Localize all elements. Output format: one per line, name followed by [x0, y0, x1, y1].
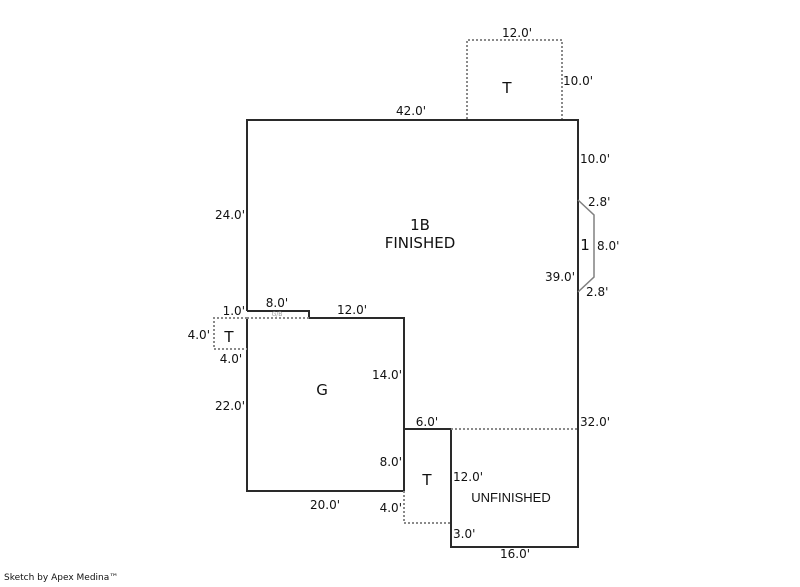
dim-garage-left: 22.0'	[215, 399, 245, 413]
dim-unfinished-bottom: 16.0'	[500, 547, 530, 561]
dim-right-32: 32.0'	[580, 415, 610, 429]
garage-label: G	[316, 381, 328, 399]
dim-main-left: 24.0'	[215, 208, 245, 222]
dim-garage-bottom: 20.0'	[310, 498, 340, 512]
breezeway-label: G/B	[272, 311, 283, 318]
top-terrace-outline	[466, 39, 563, 119]
main-outline	[246, 119, 579, 548]
dim-left-terrace-depth: 4.0'	[220, 352, 242, 366]
dim-garage-right: 14.0'	[372, 368, 402, 382]
bottom-terrace-label: T	[421, 471, 432, 489]
dim-right-39: 39.0'	[545, 270, 575, 284]
bay-label: 1	[580, 236, 590, 254]
dim-garage-right-lower: 8.0'	[380, 455, 402, 469]
top-terrace-label: T	[501, 79, 512, 97]
main-area-code: 1B	[410, 216, 430, 234]
sketch-credit: Sketch by Apex Medina™	[4, 573, 119, 583]
main-area-name: FINISHED	[385, 234, 456, 252]
left-terrace-outline	[213, 317, 247, 350]
dim-bay-bottom: 2.8'	[586, 285, 608, 299]
dim-gb-width: 8.0'	[266, 296, 288, 310]
dim-left-terrace-width: 4.0'	[188, 328, 210, 342]
dim-top-terrace-width: 12.0'	[502, 26, 532, 40]
bay-outline	[577, 199, 595, 293]
dim-right-upper: 10.0'	[580, 152, 610, 166]
dim-top-terrace-depth: 10.0'	[563, 74, 593, 88]
dim-garage-top: 12.0'	[337, 303, 367, 317]
bottom-terrace-outline	[403, 491, 451, 524]
dim-left-1: 1.0'	[223, 304, 245, 318]
unfinished-label: UNFINISHED	[471, 490, 550, 505]
dim-step-6: 6.0'	[416, 415, 438, 429]
dim-terrace-bottom-side: 4.0'	[380, 501, 402, 515]
left-terrace-label: T	[223, 328, 234, 346]
dim-bay-face: 8.0'	[597, 239, 619, 253]
dim-unfinished-step: 3.0'	[453, 527, 475, 541]
dim-unfinished-left: 12.0'	[453, 470, 483, 484]
dim-main-top: 42.0'	[396, 104, 426, 118]
dim-bay-top: 2.8'	[588, 195, 610, 209]
